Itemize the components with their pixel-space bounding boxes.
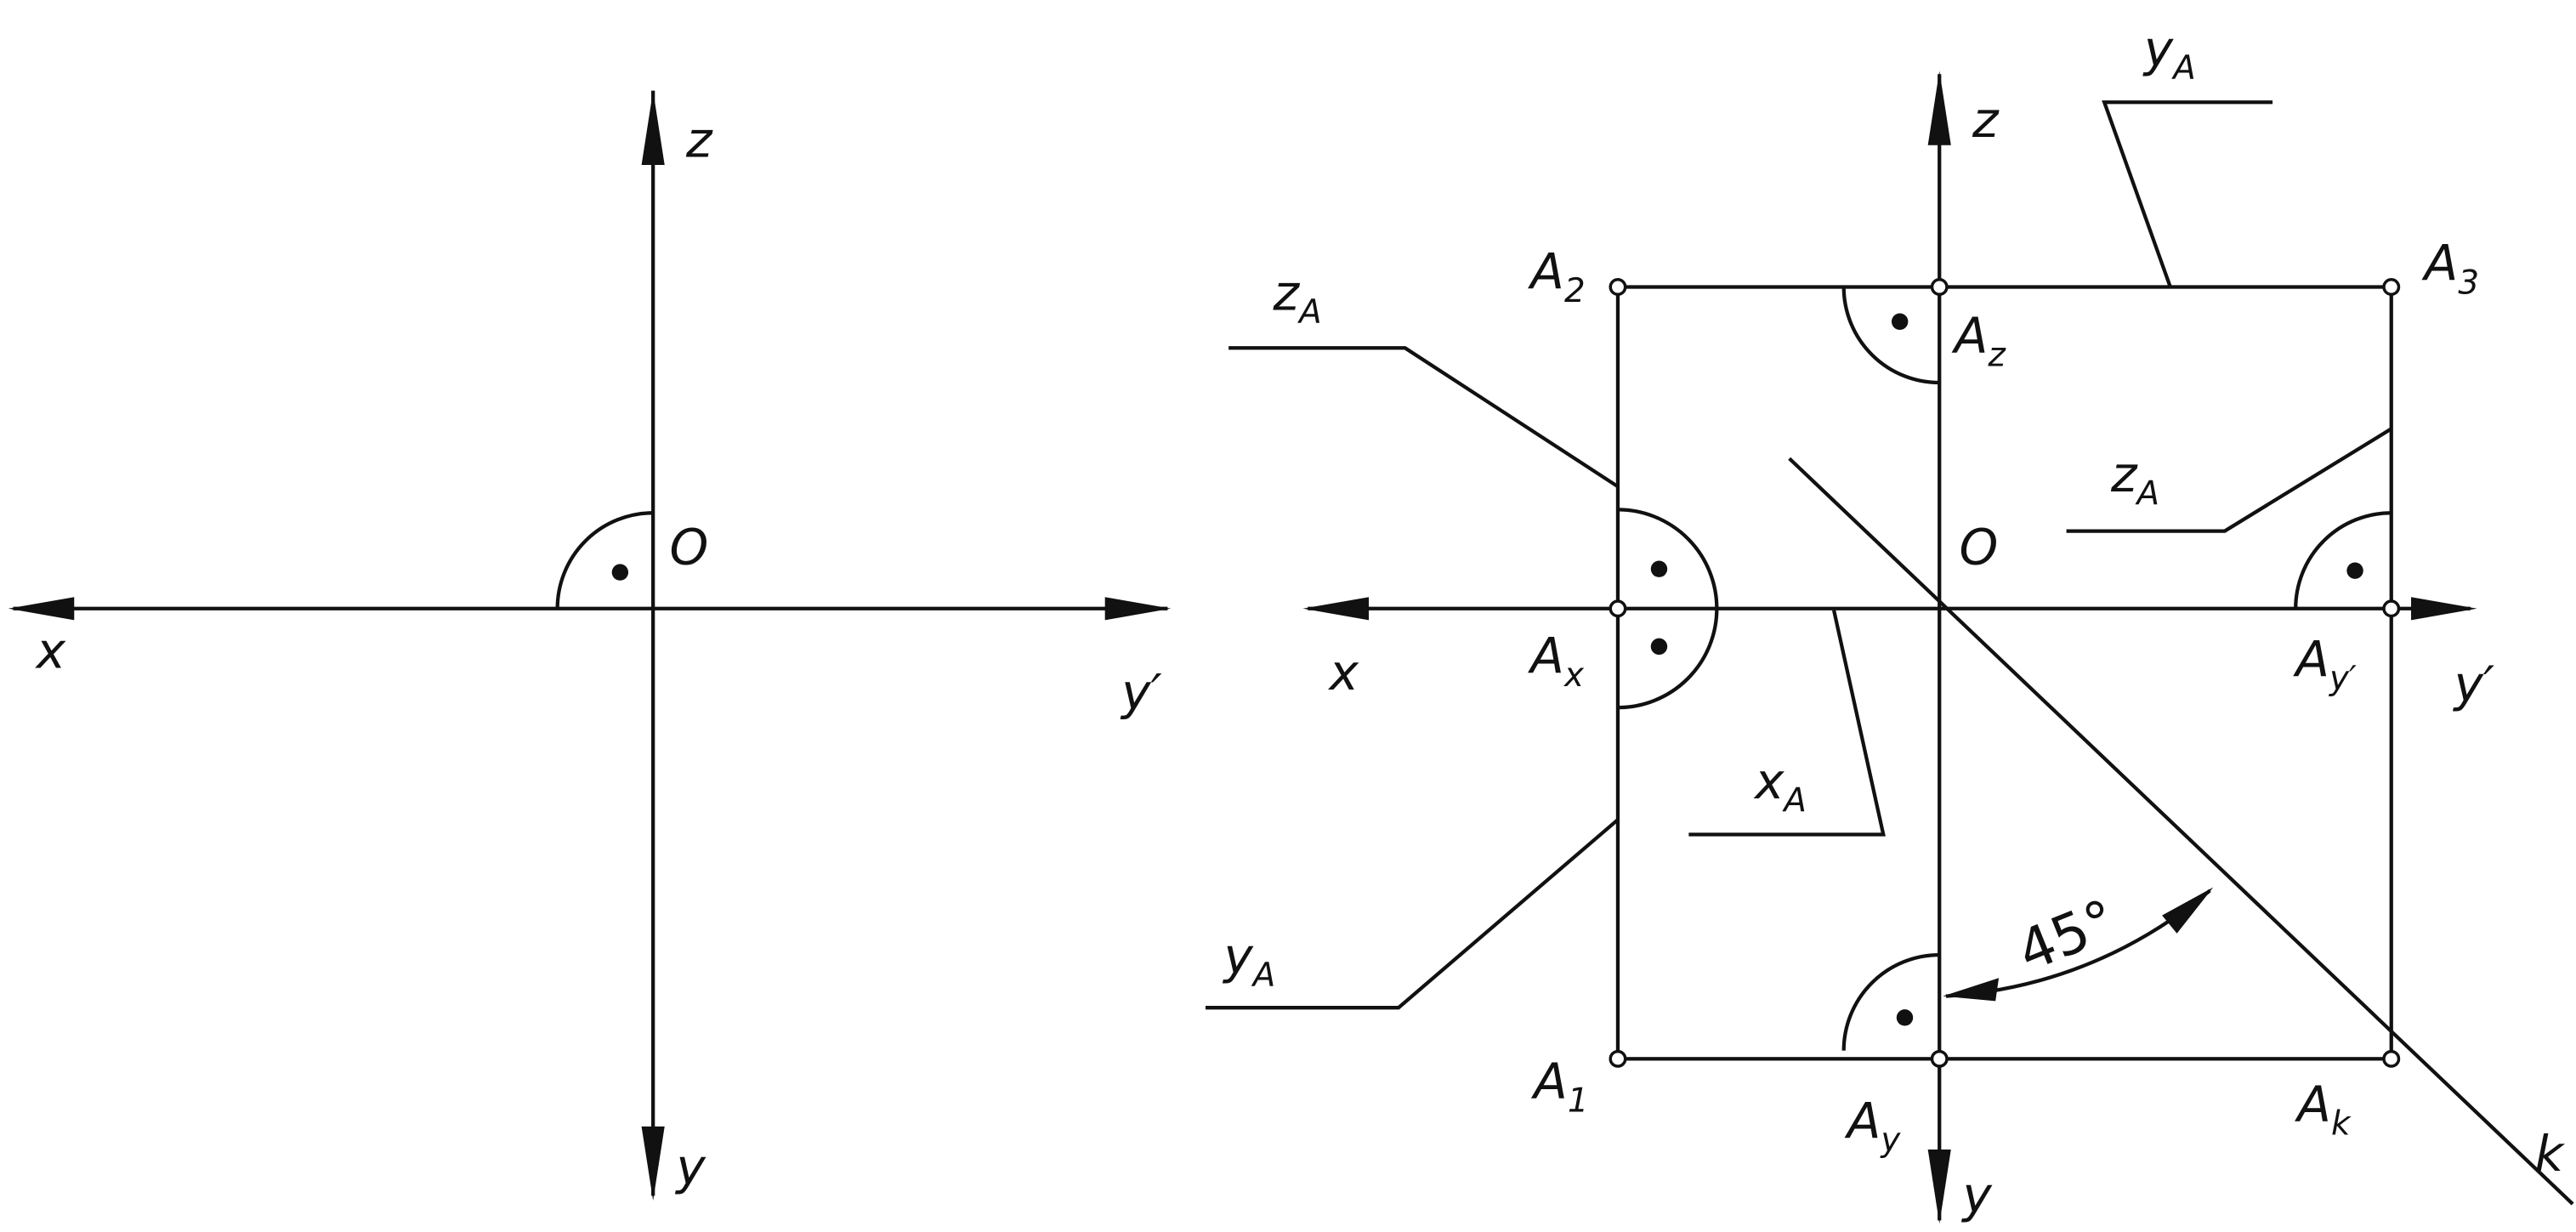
arrowhead-y-prime-icon <box>1104 597 1172 621</box>
angle-arrowhead-icon <box>1943 978 2000 1002</box>
axis-x-label: x <box>1327 644 1359 701</box>
label-ya-bottom: yA <box>1222 927 1275 995</box>
point-az <box>1930 278 1949 296</box>
right-angle-dot-az <box>1891 313 1909 330</box>
right-angle-arc-ay <box>1841 952 1940 1051</box>
right-angle-dot-ax-upper <box>1650 560 1668 577</box>
arrowhead-x-icon <box>8 597 75 621</box>
arrowhead-z-icon <box>1927 71 1951 145</box>
axis-y-prime-label: y′ <box>2452 655 2494 713</box>
point-ak <box>2382 1049 2401 1068</box>
right-projection-diagram: 45° O x y′ z y k A2 A3 Az Ax Ay′ A1 Ay A… <box>1206 20 2574 1224</box>
right-angle-dot-ay <box>1896 1009 1914 1026</box>
axis-y-label: y <box>1960 1167 1993 1224</box>
arrowhead-y-icon <box>1927 1150 1951 1224</box>
label-za-left: zA <box>1273 264 1322 332</box>
label-a1: A1 <box>1530 1053 1589 1121</box>
axis-y-label: y <box>674 1138 706 1196</box>
leader-za-left <box>1228 346 1620 489</box>
arrowhead-y-prime-icon <box>2411 597 2477 621</box>
leader-ya-top <box>2102 100 2273 288</box>
projection-rectangle <box>1615 285 2393 1061</box>
axis-y-prime-label: y′ <box>1120 663 1162 721</box>
line-k <box>1788 457 2574 1206</box>
leader-ya-bottom <box>1206 818 1620 1010</box>
axis-z-label: z <box>1972 91 2000 149</box>
origin-label: O <box>670 518 709 576</box>
right-angle-dot-ayp <box>2346 562 2363 579</box>
angle-label: 45° <box>2008 887 2125 985</box>
label-ya-top: yA <box>2142 20 2196 88</box>
label-az: Az <box>1951 307 2007 375</box>
label-ak: Ak <box>2294 1076 2352 1144</box>
line-k-label: k <box>2535 1125 2566 1183</box>
label-ayp: Ay′ <box>2292 630 2357 698</box>
point-ay <box>1930 1049 1949 1068</box>
point-a3 <box>2382 278 2401 296</box>
axis-z-label: z <box>685 111 713 168</box>
right-angle-arc-az <box>1841 287 1940 385</box>
right-angle-dot <box>611 564 629 581</box>
axis-x-label: x <box>35 622 66 680</box>
label-a2: A2 <box>1527 242 1586 310</box>
left-axes-diagram: O x y′ z y <box>8 90 1172 1201</box>
leader-za-right <box>2066 427 2392 533</box>
arrowhead-z-icon <box>641 90 665 165</box>
right-angle-dot-ax-lower <box>1650 638 1668 656</box>
point-a2 <box>1609 278 1627 296</box>
point-ayp <box>2382 599 2401 618</box>
right-angle-arc-ax <box>1617 508 1719 710</box>
right-angle-arc-ayp <box>2294 511 2392 609</box>
point-a1 <box>1609 1049 1627 1068</box>
point-ax <box>1609 599 1627 618</box>
right-angle-arc <box>555 511 654 609</box>
arrowhead-x-icon <box>1302 597 1370 621</box>
origin-label: O <box>1960 518 1999 576</box>
label-ax: Ax <box>1527 627 1585 695</box>
arrowhead-y-icon <box>641 1126 665 1201</box>
label-xa: xA <box>1753 752 1807 820</box>
leader-xa <box>1688 610 1886 837</box>
label-ay: Ay <box>1844 1092 1902 1160</box>
angle-arrowhead-icon <box>2162 887 2214 934</box>
label-a3: A3 <box>2421 235 2480 303</box>
label-za-right: zA <box>2110 446 2159 514</box>
